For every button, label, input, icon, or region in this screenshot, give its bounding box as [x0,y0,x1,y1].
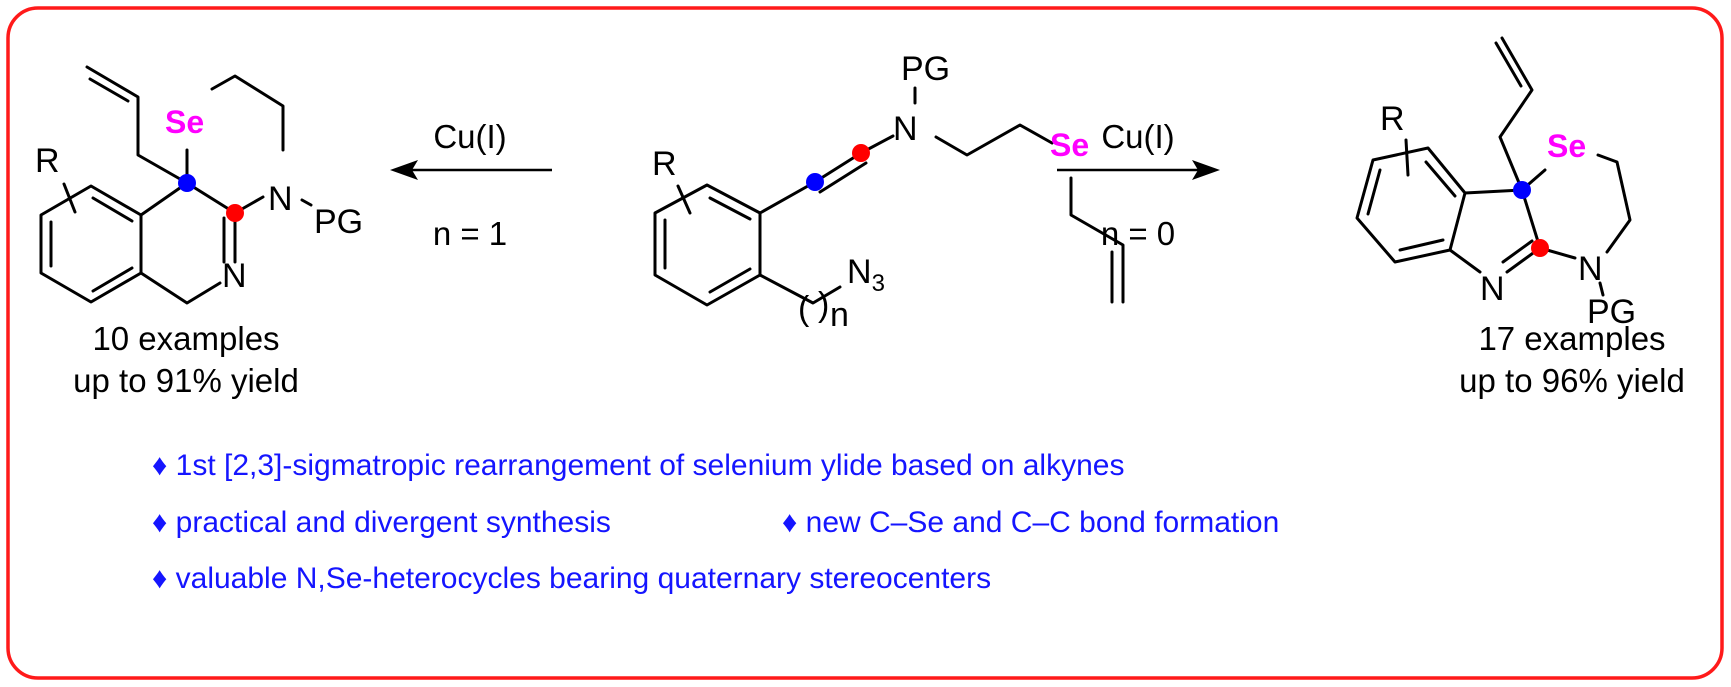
blue-carbon-dot [1513,181,1531,199]
red-carbon-dot [226,204,244,222]
right-examples: 17 examples [1478,320,1665,357]
right-reagent: Cu(I) [1101,118,1174,155]
paren-open: ( [798,290,810,328]
highlight-1: ♦ 1st [2,3]-sigmatropic rearrangement of… [152,449,1124,482]
starting-material-structure: N PG Se R N3 ( ) n [652,50,1125,334]
frame-border [6,6,1724,680]
paren-close: ) [818,286,829,324]
left-reagent: Cu(I) [433,118,506,155]
selenium-label: Se [1547,128,1586,164]
protecting-group-label: PG [901,50,950,88]
protecting-group-label: PG [1587,293,1636,331]
right-product-structure: Se N N PG R [1355,36,1636,331]
left-condition: n = 1 [433,215,507,252]
n-subscript: n [830,296,849,334]
r-substituent-label: R [1380,100,1405,138]
amide-n-label: N [893,110,918,148]
right-yield: up to 96% yield [1459,362,1685,399]
imine-n-label: N [222,257,247,295]
amine-n-label: N [268,180,293,218]
amine-n-label: N [1578,250,1603,288]
blue-carbon-dot [178,174,196,192]
left-examples: 10 examples [92,320,279,357]
highlight-4: ♦ valuable N,Se-heterocycles bearing qua… [152,562,991,595]
right-reaction-arrow: Cu(I) n = 0 [1057,118,1220,252]
red-carbon-dot [1531,239,1549,257]
protecting-group-label: PG [314,203,363,241]
left-yield: up to 91% yield [73,362,299,399]
azide-label: N3 [847,253,885,297]
imine-n-label: N [1480,270,1505,308]
highlight-3: ♦ new C–Se and C–C bond formation [782,506,1279,539]
left-reaction-arrow: Cu(I) n = 1 [390,118,552,252]
highlight-2: ♦ practical and divergent synthesis [152,506,611,539]
r-substituent-label: R [652,145,677,183]
red-carbon-dot [852,144,870,162]
right-condition: n = 0 [1101,215,1175,252]
left-product-structure: Se N PG N R [35,65,363,305]
r-substituent-label: R [35,142,60,180]
blue-carbon-dot [806,173,824,191]
selenium-label: Se [1050,127,1089,163]
selenium-label: Se [165,104,204,140]
